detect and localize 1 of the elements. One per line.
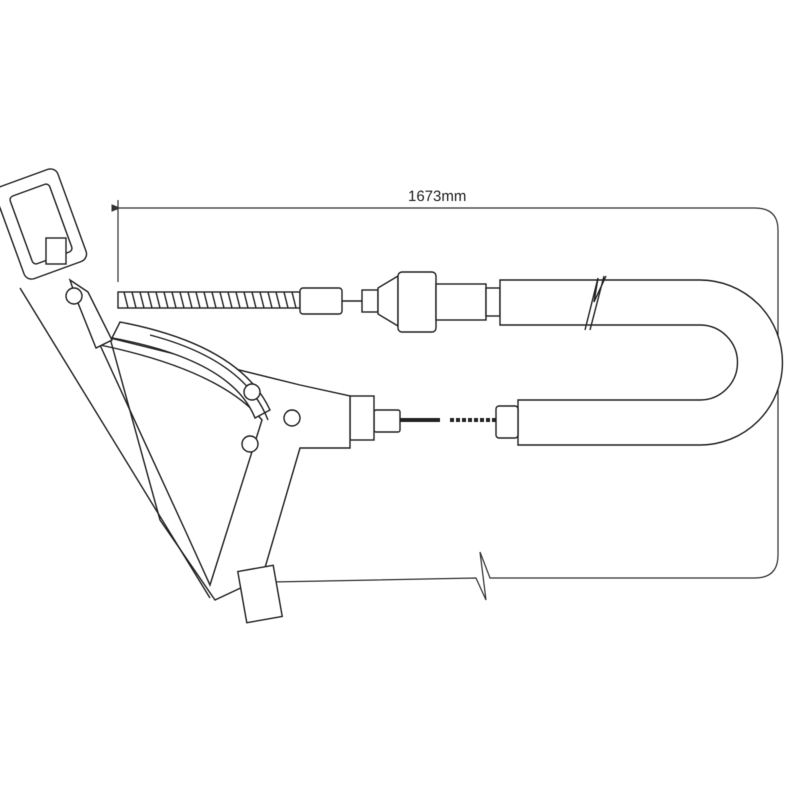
dimension-label: 1673mm bbox=[408, 188, 466, 205]
